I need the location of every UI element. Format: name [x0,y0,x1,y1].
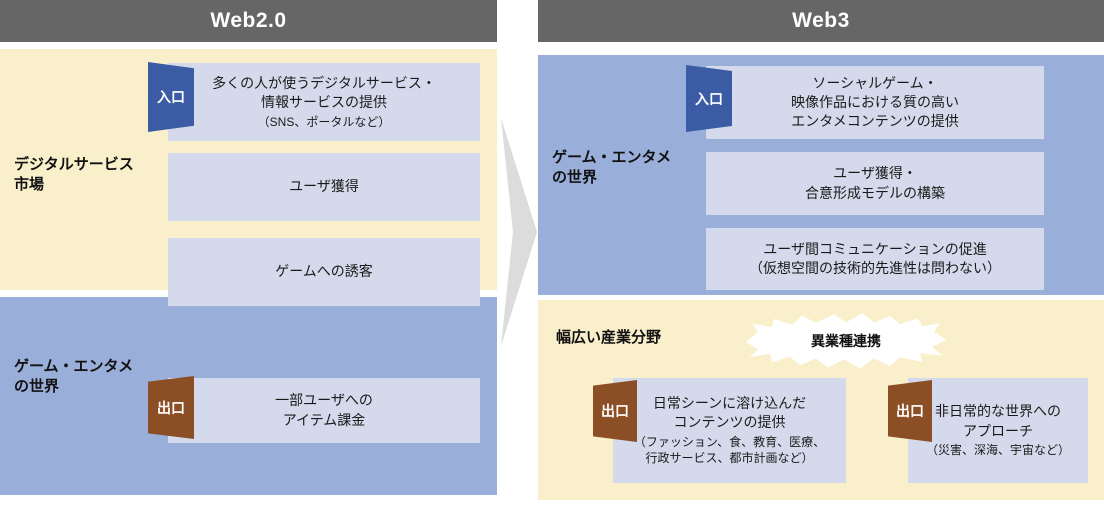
box-right-1[interactable]: ソーシャルゲーム・ 映像作品における質の高い エンタメコンテンツの提供 [706,66,1044,139]
box-right-5[interactable]: 非日常的な世界への アプローチ （災害、深海、宇宙など） [908,378,1088,483]
exit-door-icon-right-1: 出口 [593,380,637,442]
box-left-1-main: 多くの人が使うデジタルサービス・ 情報サービスの提供 [212,74,436,111]
exit-door-icon-right-2: 出口 [888,380,932,442]
entrance-door-label-right-1: 入口 [695,90,723,107]
exit-door-label-right-2: 出口 [896,403,924,419]
panel-header-web2: Web2.0 [0,0,497,42]
panel-web3: Web3 ゲーム・エンタメ の世界 幅広い産業分野 ソーシャルゲーム・ 映像作品… [538,0,1104,511]
box-left-3[interactable]: ゲームへの誘客 [168,238,480,306]
box-left-4[interactable]: 一部ユーザへの アイテム課金 [168,378,480,443]
box-right-2[interactable]: ユーザ獲得・ 合意形成モデルの構築 [706,152,1044,215]
box-right-3-main: ユーザ間コミュニケーションの促進 （仮想空間の技術的先進性は問わない） [749,240,1001,276]
box-right-4-main: 日常シーンに溶け込んだ コンテンツの提供 [652,395,807,431]
exit-door-icon-left-1: 出口 [148,376,194,439]
box-left-3-main: ゲームへの誘客 [275,263,373,280]
box-right-4-sub: （ファッション、食、教育、医療、 行政サービス、都市計画など） [633,434,826,466]
box-right-1-main: ソーシャルゲーム・ 映像作品における質の高い エンタメコンテンツの提供 [791,74,959,130]
exit-door-label-right-1: 出口 [601,403,629,419]
entrance-door-icon-left-1: 入口 [148,62,194,132]
box-left-2-main: ユーザ獲得 [289,178,359,195]
zone-label-game-entertainment-world-left: ゲーム・エンタメ の世界 [14,358,134,396]
right-arrow-icon [501,118,537,346]
box-right-2-main: ユーザ獲得・ 合意形成モデルの構築 [805,165,945,201]
box-left-2[interactable]: ユーザ獲得 [168,153,480,221]
zone-label-digital-service-market: デジタルサービス 市場 [14,156,134,194]
zone-label-broad-industry-fields: 幅広い産業分野 [556,329,662,346]
exit-door-label-left-1: 出口 [157,399,185,416]
box-left-4-main: 一部ユーザへの アイテム課金 [275,392,373,428]
box-right-4[interactable]: 日常シーンに溶け込んだ コンテンツの提供 （ファッション、食、教育、医療、 行政… [613,378,846,483]
box-left-1-sub: （SNS、ポータルなど） [257,114,391,129]
starburst-icon: 異業種連携 [746,312,946,370]
zone-label-game-entertainment-world-right: ゲーム・エンタメ の世界 [552,149,672,187]
entrance-door-label-left-1: 入口 [157,89,185,105]
box-right-3[interactable]: ユーザ間コミュニケーションの促進 （仮想空間の技術的先進性は問わない） [706,228,1044,290]
panel-web2: Web2.0 デジタルサービス 市場 ゲーム・エンタメ の世界 多くの人が使うデ… [0,0,497,511]
starburst-label: 異業種連携 [811,333,881,349]
panel-header-web3: Web3 [538,0,1104,42]
box-left-1[interactable]: 多くの人が使うデジタルサービス・ 情報サービスの提供 （SNS、ポータルなど） [168,63,480,141]
box-right-5-main: 非日常的な世界への アプローチ [935,403,1061,439]
entrance-door-icon-right-1: 入口 [686,65,732,132]
box-right-5-sub: （災害、深海、宇宙など） [925,443,1070,458]
